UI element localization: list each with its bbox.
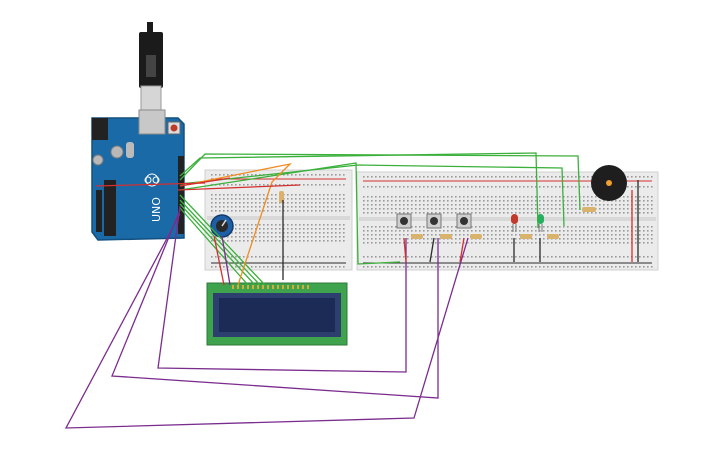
piezo-buzzer: [591, 165, 627, 201]
power-jack: [92, 118, 108, 140]
potentiometer: [210, 214, 234, 238]
pushbutton-2: [426, 213, 442, 229]
resistor: [279, 191, 596, 239]
capacitor: [110, 145, 124, 159]
arduino-brand-label: UNO: [150, 197, 163, 222]
usb-jack: [138, 109, 166, 135]
power-header: [96, 190, 102, 232]
pushbutton-1: [396, 213, 412, 229]
lcd-16x2: [206, 282, 348, 346]
led-red: [511, 214, 518, 232]
led-green: [537, 214, 544, 232]
atmega-chip: [104, 180, 116, 236]
digital-header: [178, 156, 184, 234]
lcd-screen: [219, 298, 335, 332]
pushbutton-3: [456, 213, 472, 229]
wires: [64, 152, 639, 429]
usb-cable: [139, 22, 163, 115]
arduino-uno: UNO: [91, 109, 185, 241]
